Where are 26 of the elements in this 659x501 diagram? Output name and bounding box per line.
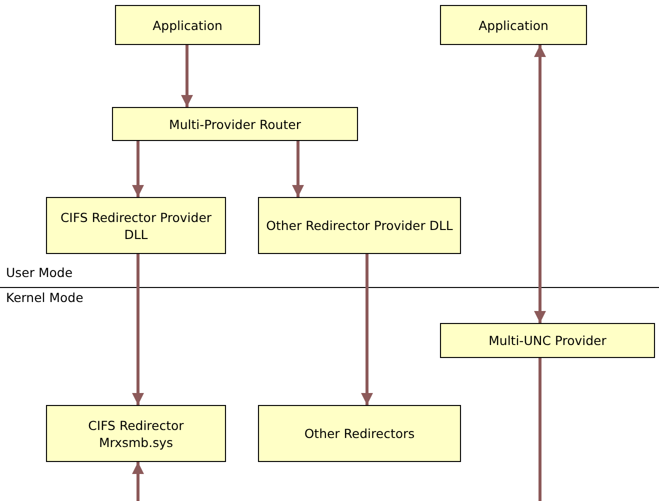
process-box [112,107,358,141]
arrow [132,254,144,405]
mode-label: User Mode [6,265,73,280]
box-label: Other Redirector Provider DLL [266,217,453,234]
box-label: Multi-Provider Router [169,116,301,132]
process-box [258,197,461,254]
arrow [292,141,304,197]
arrow [132,462,144,501]
box-label: Application [478,16,548,34]
box-label: Other Redirectors [304,425,415,442]
box-label: Multi-UNC Provider [488,332,606,349]
arrow [181,45,193,107]
arrow [132,141,144,197]
process-box [46,197,226,254]
process-box [258,405,461,462]
box-label: Application [152,16,222,34]
arrow [534,45,546,323]
process-box [440,323,655,358]
mode-label: Kernel Mode [6,290,84,305]
arrow [361,254,373,405]
process-box [115,5,260,45]
process-box [440,5,587,45]
connector-line [538,358,542,501]
box-label: CIFS Redirector Provider DLL [59,208,213,242]
box-label: CIFS Redirector Mrxsmb.sys [87,416,185,450]
process-box [46,405,226,462]
